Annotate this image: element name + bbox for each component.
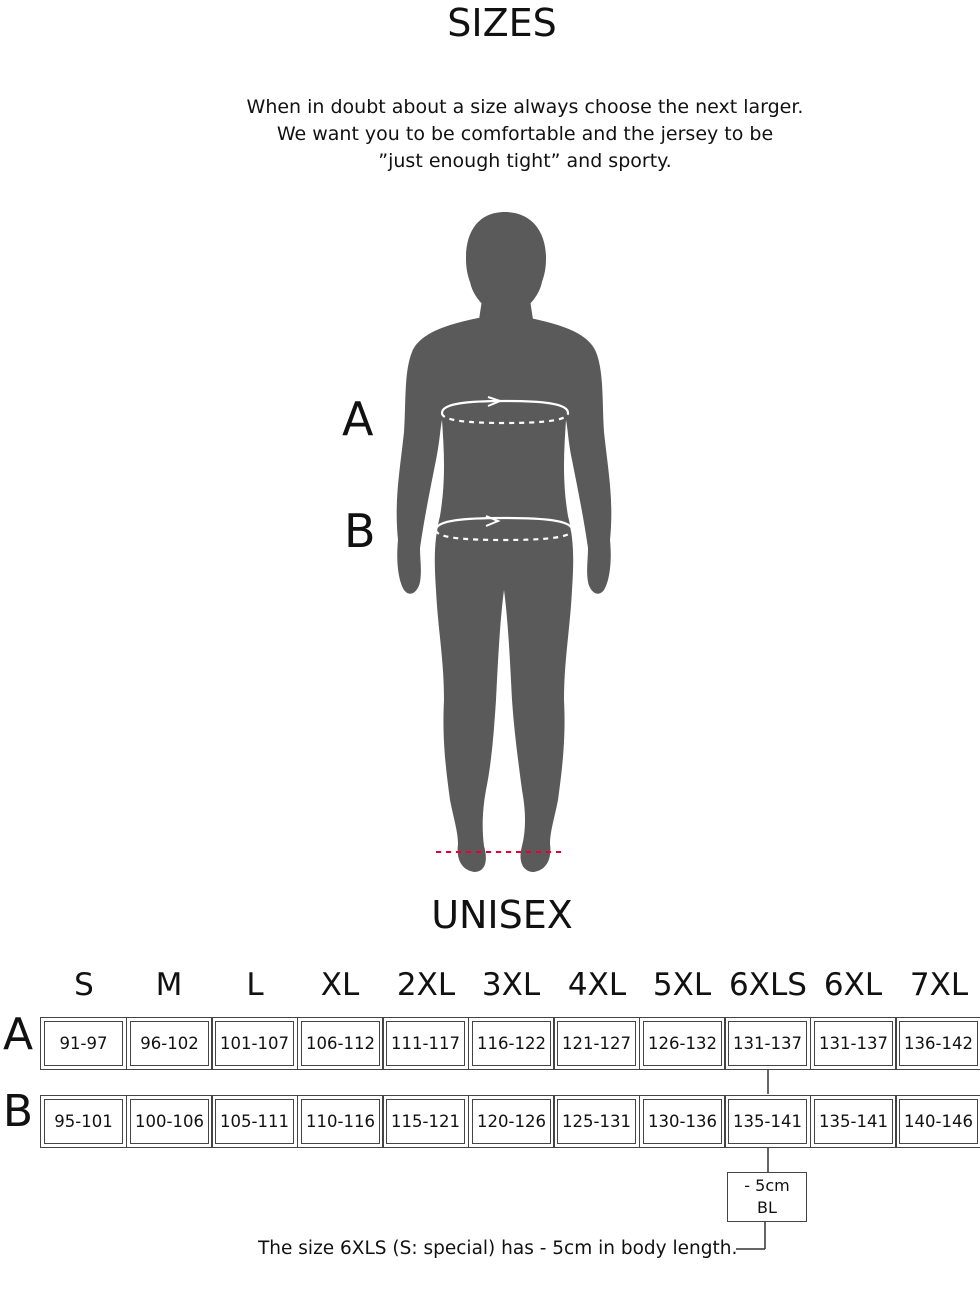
table-cell-a: 91-97 [40,1017,127,1070]
table-cell-a: 101-107 [211,1017,298,1070]
table-cell-b: 120-126 [468,1095,555,1148]
note-box-line-2: BL [757,1198,777,1217]
page-title: SIZES [447,1,557,45]
figure-label-a: A [342,392,374,446]
table-cell-b: 110-116 [297,1095,384,1148]
table-cell-a: 106-112 [297,1017,384,1070]
size-header: M [155,967,183,1003]
table-cell-a: 116-122 [468,1017,555,1070]
size-header: S [74,967,94,1003]
human-silhouette-icon [396,212,612,872]
table-cell-a: 121-127 [553,1017,640,1070]
size-header: 6XL [823,967,883,1003]
measure-loop-b [434,515,574,542]
table-cell-a: 131-137 [810,1017,897,1070]
row-label-a: A [2,1009,34,1060]
figure-label-b: B [344,504,376,558]
size-header: 5XL [652,967,712,1003]
intro-line-3: ”just enough tight” and sporty. [378,150,672,172]
note-box-line-1: - 5cm [744,1176,790,1195]
table-cell-b: 105-111 [211,1095,298,1148]
size-header: 7XL [909,967,969,1003]
silhouette-body [396,212,612,872]
table-cell-a: 126-132 [639,1017,726,1070]
table-cell-b: 140-146 [895,1095,980,1148]
size-header: 6XLS [729,967,807,1003]
intro-line-1: When in doubt about a size always choose… [246,96,804,118]
body-length-note-box: - 5cm BL [727,1172,807,1222]
row-label-b: B [2,1086,34,1137]
table-cell-b: 95-101 [40,1095,127,1148]
table-cell-b: 135-141 [810,1095,897,1148]
size-header: 4XL [567,967,627,1003]
size-header: XL [320,967,360,1003]
table-cell-a: 136-142 [895,1017,980,1070]
table-cell-a: 131-137 [724,1017,811,1070]
intro-line-2: We want you to be comfortable and the je… [276,123,774,145]
table-cell-b: 125-131 [553,1095,640,1148]
size-header: L [246,967,264,1003]
size-header: 2XL [396,967,456,1003]
table-cell-b: 115-121 [382,1095,469,1148]
table-cell-a: 96-102 [126,1017,213,1070]
table-cell-b: 100-106 [126,1095,213,1148]
table-cell-b: 135-141 [724,1095,811,1148]
intro-text: When in doubt about a size always choose… [220,94,830,175]
section-title: UNISEX [431,893,573,937]
table-cell-b: 130-136 [639,1095,726,1148]
footnote: The size 6XLS (S: special) has - 5cm in … [258,1238,738,1259]
table-cell-a: 111-117 [382,1017,469,1070]
measure-loop-a [440,396,570,425]
size-header: 3XL [481,967,541,1003]
